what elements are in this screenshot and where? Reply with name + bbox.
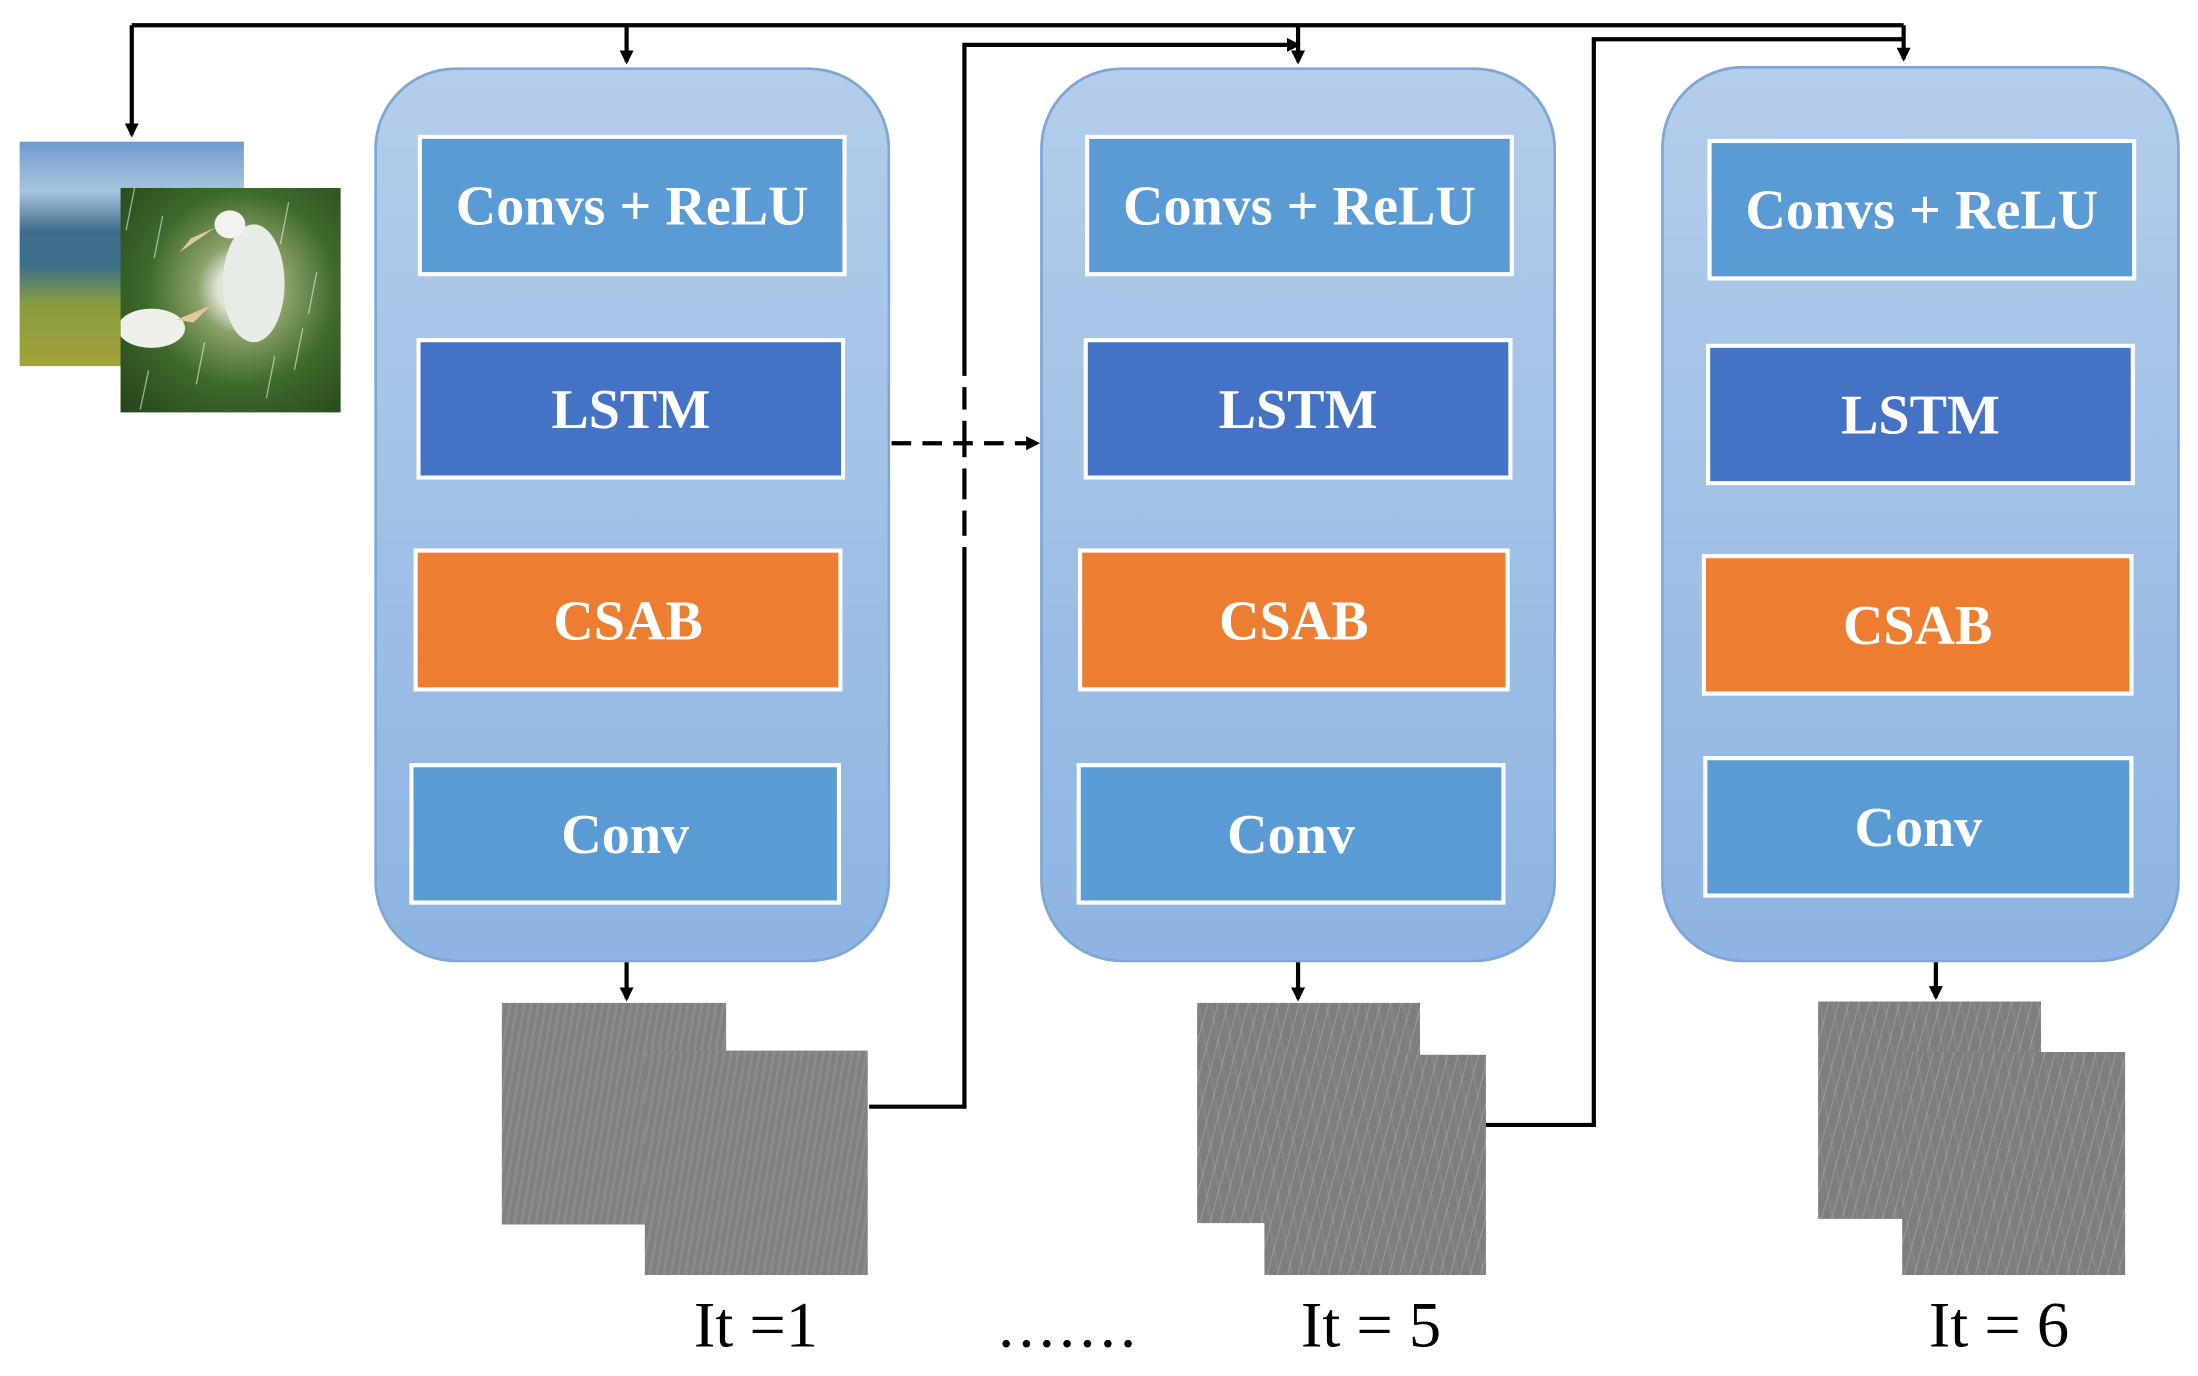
convs-relu-block-5: Convs + ReLU [1084, 134, 1514, 277]
lstm-block-5: LSTM [1083, 338, 1513, 480]
csab-block-1: CSAB [413, 548, 843, 692]
output-map-5b [1264, 1054, 1486, 1276]
conv-block-1: Conv [409, 763, 842, 905]
output-feedback-line-1 [869, 37, 1301, 1109]
iteration-label-6: It = 6 [1928, 1289, 2070, 1361]
output-map-6b [1902, 1051, 2126, 1276]
lstm-block-1: LSTM [416, 338, 846, 480]
conv-block-5: Conv [1076, 763, 1506, 905]
iteration-ellipsis: ....... [998, 1289, 1141, 1361]
bird-icon [120, 187, 318, 410]
csab-block-6: CSAB [1701, 554, 2134, 696]
output-feedback-line-5 [1485, 37, 1904, 1128]
lstm-block-6: LSTM [1705, 343, 2135, 486]
convs-relu-block-6: Convs + ReLU [1707, 138, 2137, 281]
iteration-label-5: It = 5 [1300, 1289, 1442, 1361]
iteration-label-1: It =1 [693, 1289, 819, 1361]
input-image-rainy-birds [120, 187, 341, 413]
convs-relu-block-1: Convs + ReLU [417, 134, 847, 277]
output-map-1b [644, 1050, 868, 1276]
csab-block-5: CSAB [1077, 548, 1510, 692]
conv-block-6: Conv [1703, 756, 2134, 898]
